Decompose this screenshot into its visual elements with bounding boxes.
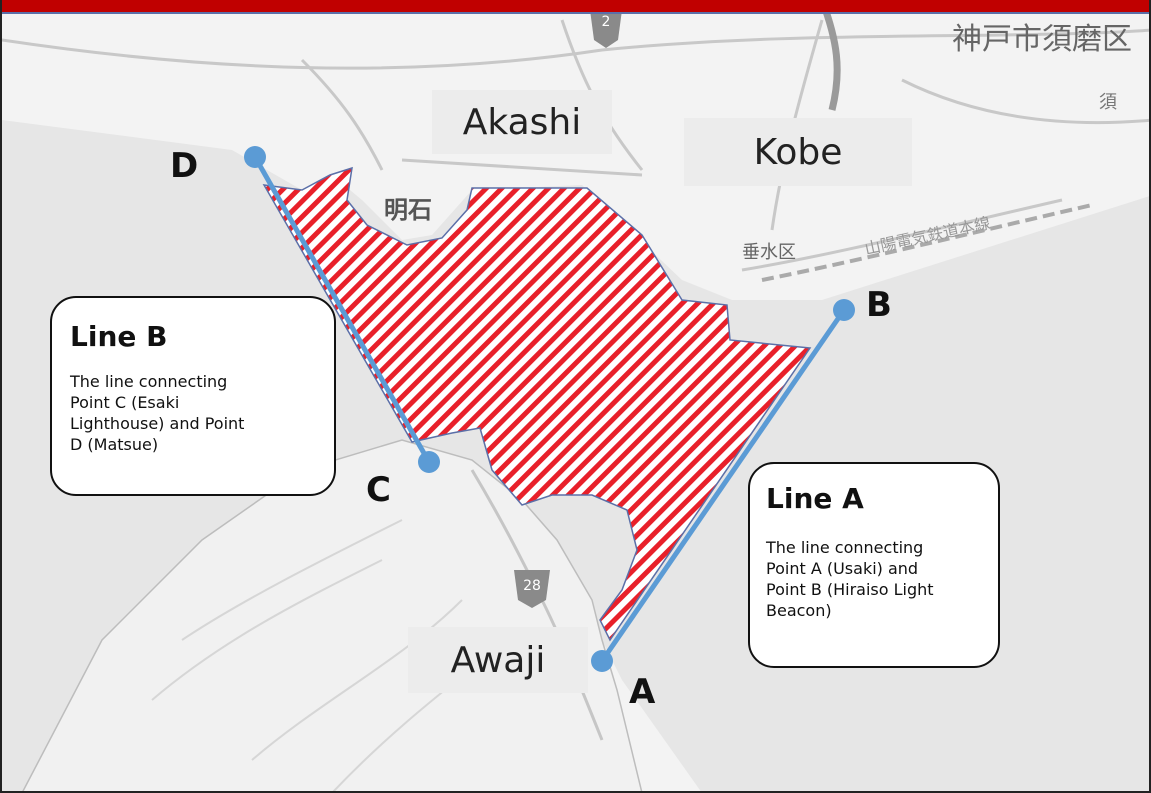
- kobe-label: Kobe: [684, 118, 912, 186]
- line-b-title: Line B: [70, 320, 168, 353]
- coast-highway: [761, 203, 1093, 282]
- line-b-callout: Line B The line connecting Point C (Esak…: [50, 296, 336, 496]
- line-b-segment: [252, 155, 432, 464]
- awaji-terrain: [151, 519, 483, 791]
- route-2-shield: 2: [590, 10, 622, 48]
- point-c-dot: [418, 451, 440, 473]
- route-28-shield: 28: [514, 570, 550, 608]
- point-c-label: C: [366, 470, 391, 510]
- svg-text:2: 2: [602, 14, 611, 30]
- line-a-desc-4: Beacon): [766, 601, 832, 620]
- kobe-suma-label: 神戸市須磨区: [952, 22, 1132, 57]
- line-a-segment: [599, 308, 847, 663]
- point-b-label: B: [866, 285, 892, 325]
- suma-short-label: 須: [1099, 92, 1117, 113]
- akashi-label: Akashi: [432, 90, 612, 154]
- line-b-desc-3: Lighthouse) and Point: [70, 414, 245, 433]
- line-a-desc-2: Point A (Usaki) and: [766, 559, 919, 578]
- awaji-label: Awaji: [408, 627, 588, 693]
- line-a-desc-1: The line connecting: [766, 538, 924, 557]
- line-a-title: Line A: [766, 482, 864, 515]
- point-a-label: A: [629, 672, 656, 712]
- hatched-zone: [262, 166, 812, 642]
- line-a-desc-3: Point B (Hiraiso Light: [766, 580, 934, 599]
- line-b-desc-2: Point C (Esaki: [70, 393, 180, 412]
- header-bar: [2, 0, 1149, 14]
- line-a-callout: Line A The line connecting Point A (Usak…: [748, 462, 1000, 668]
- point-d-label: D: [170, 146, 199, 186]
- akashi-jp-label: 明石: [384, 196, 432, 224]
- tarumi-label: 垂水区: [742, 242, 796, 263]
- point-a-dot: [591, 650, 613, 672]
- line-b-desc-1: The line connecting: [70, 372, 228, 391]
- line-b-desc-4: D (Matsue): [70, 435, 159, 454]
- point-b-dot: [833, 299, 855, 321]
- river: [818, 0, 841, 111]
- point-d-dot: [244, 146, 266, 168]
- svg-text:28: 28: [523, 578, 541, 594]
